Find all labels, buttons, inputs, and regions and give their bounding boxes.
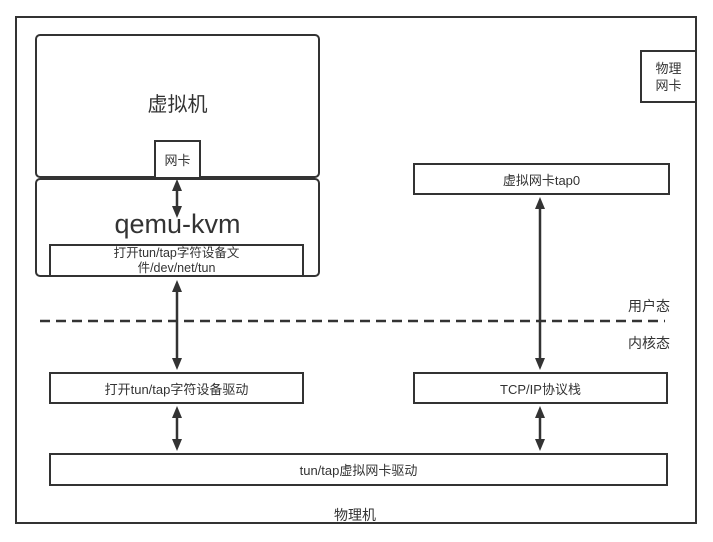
tun-char-driver-label: 打开tun/tap字符设备驱动 [104,381,249,397]
vm-nic-label: 网卡 [164,153,191,168]
tun-char-driver-box: 打开tun/tap字符设备驱动 [49,372,304,404]
vm-label: 虚拟机 [147,94,208,116]
qemu-kvm-label: qemu-kvm [114,209,241,239]
tcpip-stack-label: TCP/IP协议栈 [500,381,581,397]
physical-nic-label: 物理 网卡 [655,60,682,93]
vm-nic-box: 网卡 [154,140,201,179]
tcpip-stack-box: TCP/IP协议栈 [413,372,668,404]
physical-machine-border [15,16,697,524]
open-tun-file-box: 打开tun/tap字符设备文 件/dev/net/tun [49,244,304,277]
tap0-label: 虚拟网卡tap0 [502,172,581,188]
physical-machine-label: 物理机 [334,507,376,523]
physical-nic-box: 物理 网卡 [640,50,697,103]
open-tun-file-label: 打开tun/tap字符设备文 件/dev/net/tun [113,245,240,275]
tap0-box: 虚拟网卡tap0 [413,163,670,195]
user-mode-label: 用户态 [628,298,670,314]
tun-nic-driver-label: tun/tap虚拟网卡驱动 [299,463,418,478]
kernel-mode-label: 内核态 [628,335,670,351]
tun-nic-driver-box: tun/tap虚拟网卡驱动 [49,453,668,486]
